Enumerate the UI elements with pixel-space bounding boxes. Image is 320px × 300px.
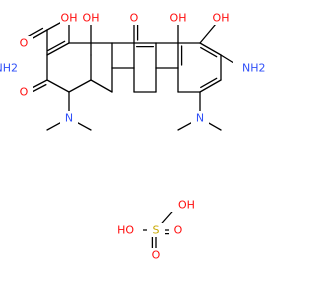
label-background-sulfate-oh-top [169,198,187,212]
atom-label-sulfate-s: S [153,224,160,237]
label-background-sulfate-o-right [169,223,187,237]
atom-label-sulfate-oh-top: OH [178,199,195,212]
label-background-nme2-right [191,111,209,125]
label-background-amide-nh2 [9,61,27,75]
bond-layer [23,17,243,256]
atom-label-amide-o: O [20,37,29,50]
molecule-canvas: NH2OOHOHOOHOHNH2ONNSOHHOOO [0,11,266,262]
label-background-ketone-o-top [125,11,143,25]
atom-label-amino: NH2 [242,62,266,75]
label-background-nme2-left [60,111,78,125]
label-background-sulfate-s [147,223,165,237]
bond-2 [47,40,66,52]
atom-label-sulfate-oh-left: HO [117,224,134,237]
bond-4 [46,79,70,93]
label-background-amino [233,61,251,75]
label-background-ring-a-ketone [15,85,33,99]
atom-label-enol-oh: OH [61,12,78,25]
atom-label-nme2-right: N [196,112,204,125]
label-background-sulfate-oh-left [125,223,143,237]
bond-27 [200,46,218,58]
label-background-sulfate-o-bottom [147,248,165,262]
label-background-bridge-oh [82,11,100,25]
bond-26 [199,42,222,56]
atom-label-c11-oh: OH [170,12,187,25]
atom-label-ketone-o-top: O [130,12,139,25]
bond-1 [46,42,70,56]
bond-11 [90,79,113,93]
atom-label-c10-oh: OH [213,12,230,25]
atom-label-sulfate-o-bottom: O [152,249,161,262]
bond-5 [68,79,92,93]
atom-label-ring-a-ketone: O [20,86,29,99]
bond-30 [200,77,218,89]
bond-29 [199,79,222,93]
label-background-c10-oh [212,11,230,25]
atom-label-sulfate-o-right: O [174,224,183,237]
label-background-enol-oh [60,11,78,25]
atom-label-amide-nh2: NH2 [0,62,18,75]
atom-label-nme2-left: N [65,112,73,125]
label-layer: NH2OOHOHOOHOHNH2ONNSOHHOOO [0,11,266,262]
structure-drawing: NH2OOHOHOOHOHNH2ONNSOHHOOO [0,11,266,262]
atom-label-bridge-oh: OH [83,12,100,25]
label-background-c11-oh [169,11,187,25]
label-background-amide-o [15,36,33,50]
